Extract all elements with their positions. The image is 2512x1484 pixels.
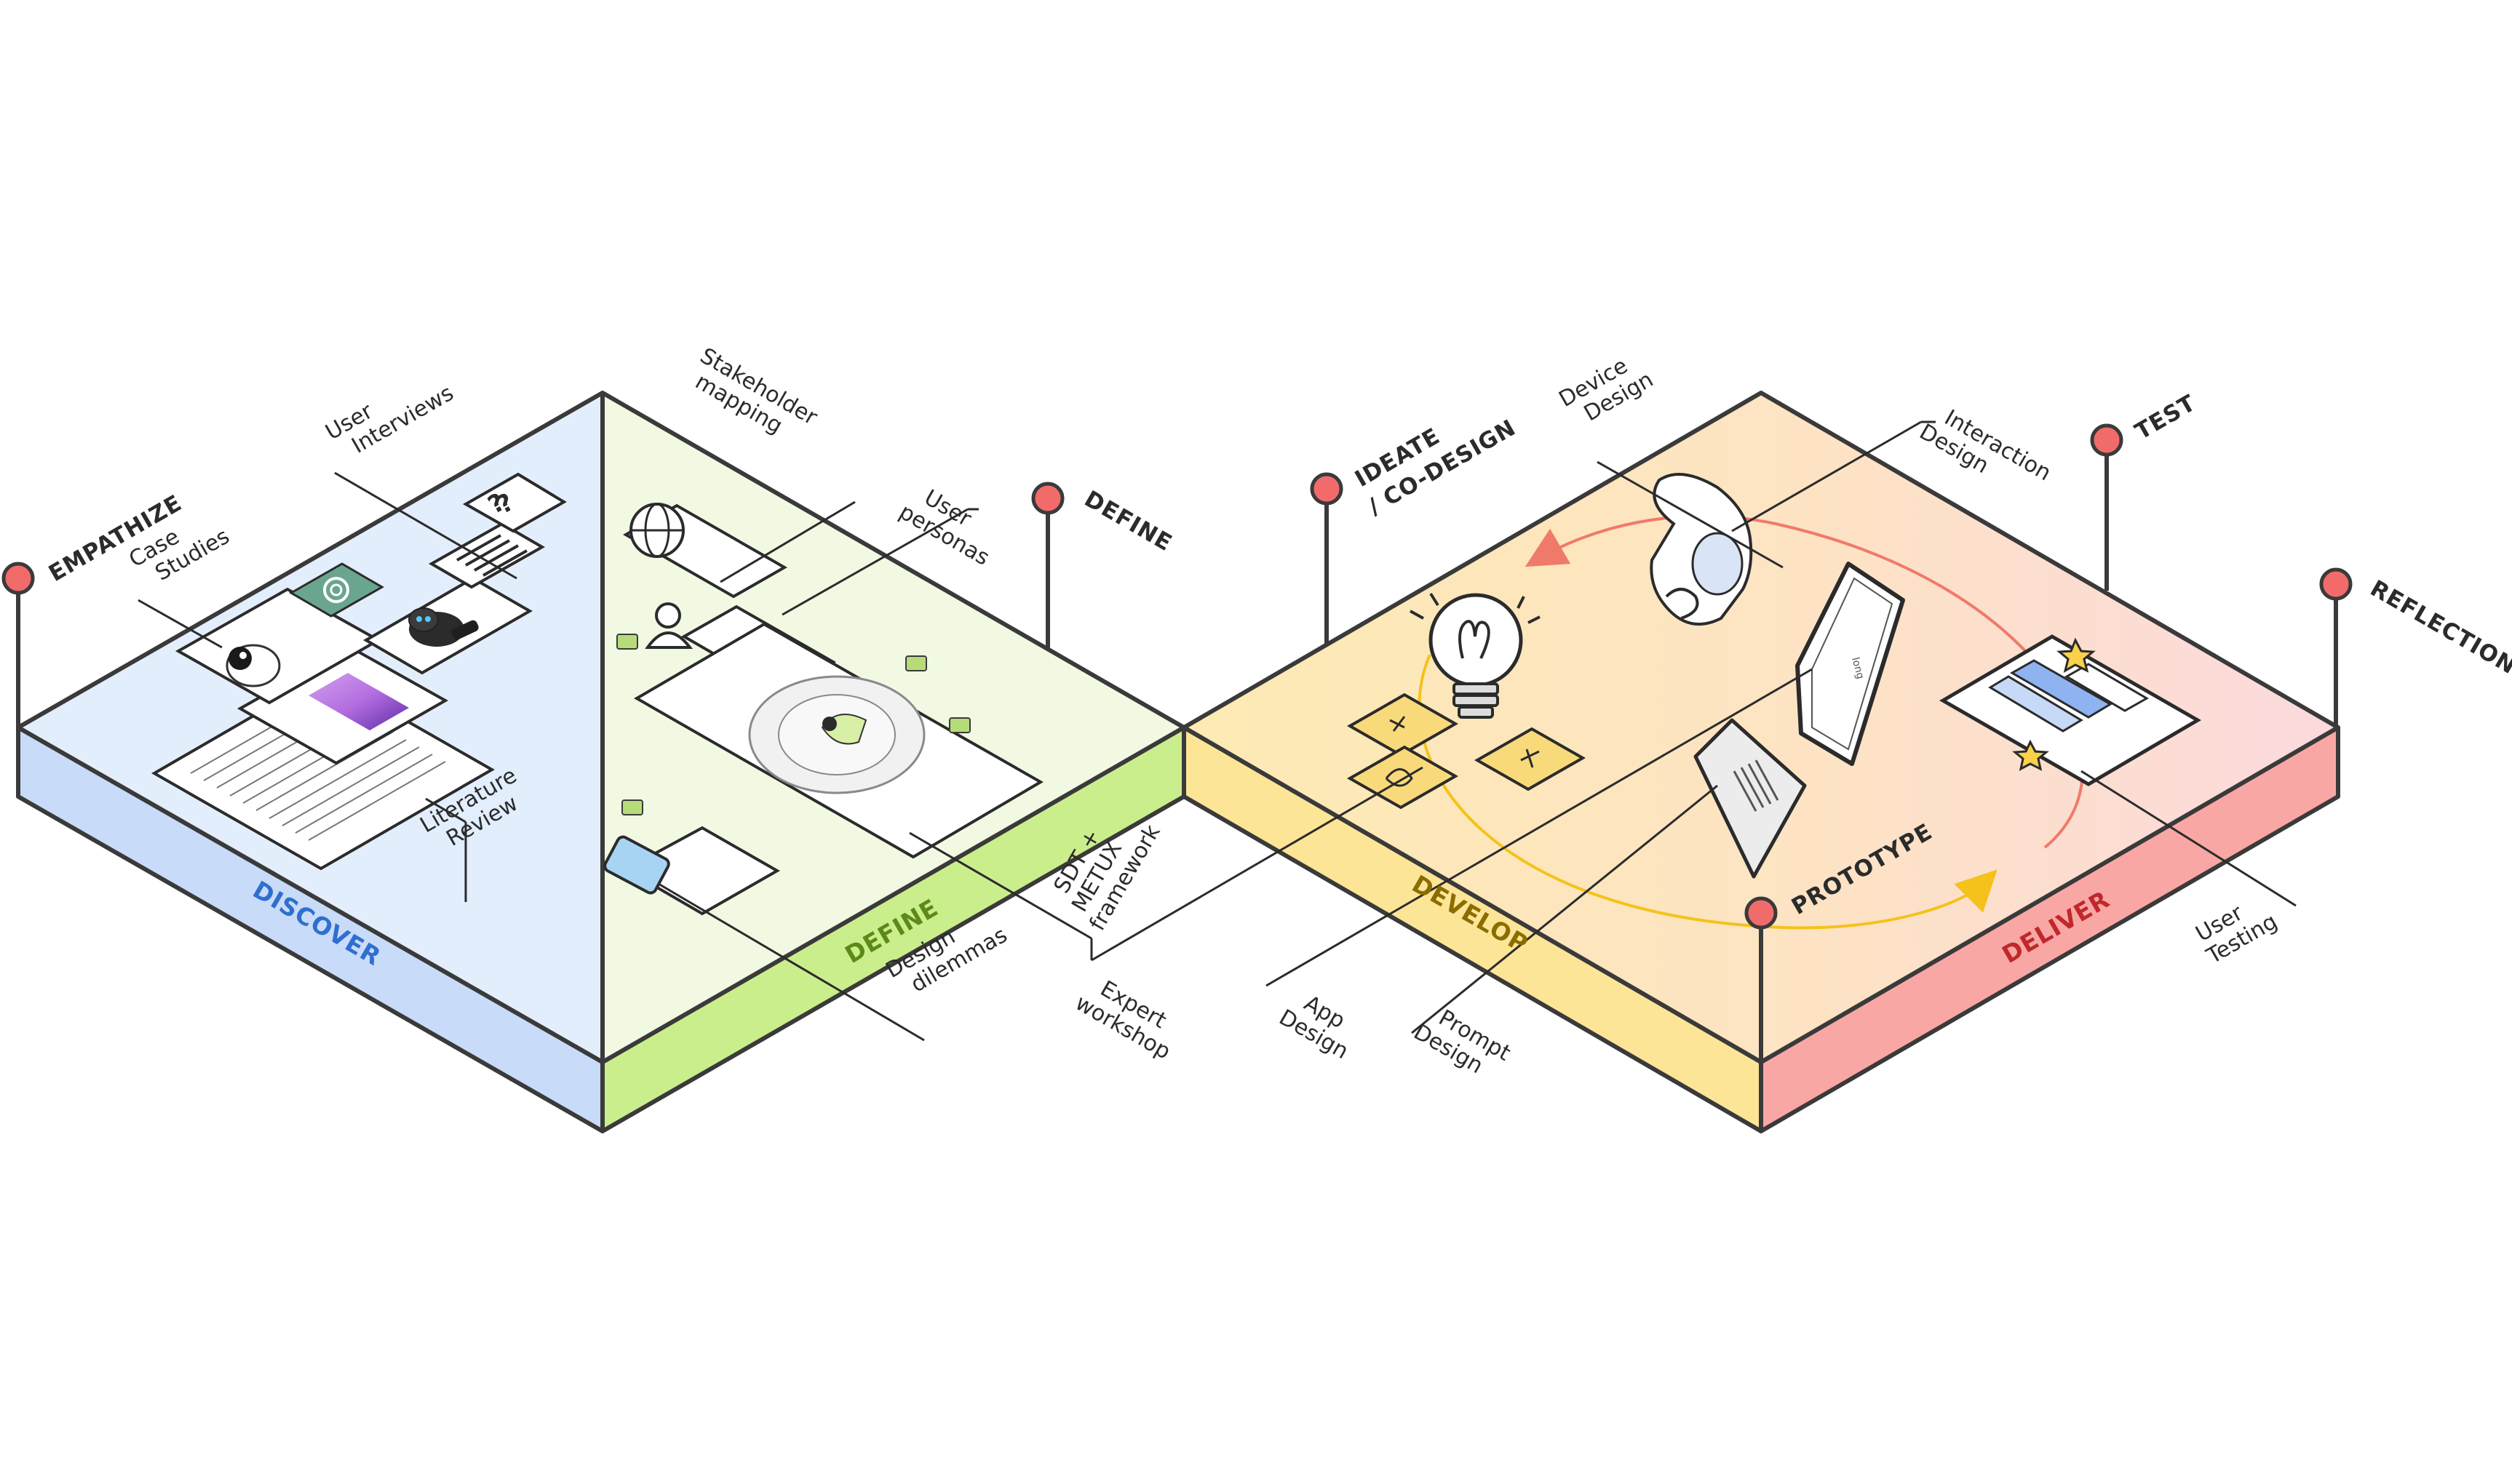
milestone-test: TEST [2131,390,2201,445]
pin-empathize [1,562,35,727]
scenario-card [634,622,1044,859]
milestone-define: DEFINE [1080,486,1177,557]
svg-text:long: long [1849,656,1866,680]
person-icon [645,602,693,649]
star-icon [2056,637,2096,674]
define-content [603,503,1044,916]
speech-bubble-icon: ? ? [428,472,567,589]
pin-test [2090,423,2123,591]
robot-card [175,587,382,705]
smartphone-icon: long [1795,562,1905,766]
milestone-reflection: REFLECTION [2366,575,2512,680]
lightbulb-icon [1410,592,1541,719]
pin-reflection [2319,567,2353,727]
pin-define [1031,482,1065,650]
robot-icon [408,607,479,647]
leader-lines [138,420,2297,1042]
notebook-icon [1693,718,1807,879]
milestone-pins [1,423,2353,1131]
stakeholder-card [622,503,788,599]
sticky-notes [1346,693,1586,810]
star-icon [2012,739,2049,771]
toy-card [363,576,533,675]
dashboard-icon [1939,634,2201,786]
develop-deliver-content: long [1346,473,2201,930]
pin-prototype [1744,896,1778,1131]
openai-logo-icon [288,562,385,618]
cycle-arrow-yellow [1418,654,1998,930]
discover-content: ? ? [151,472,567,871]
pin-ideate [1310,472,1343,645]
hand-device-icon [1650,473,1753,626]
globe-icon [629,503,685,558]
tag-markers [616,634,971,815]
dilemma-card [603,826,781,916]
